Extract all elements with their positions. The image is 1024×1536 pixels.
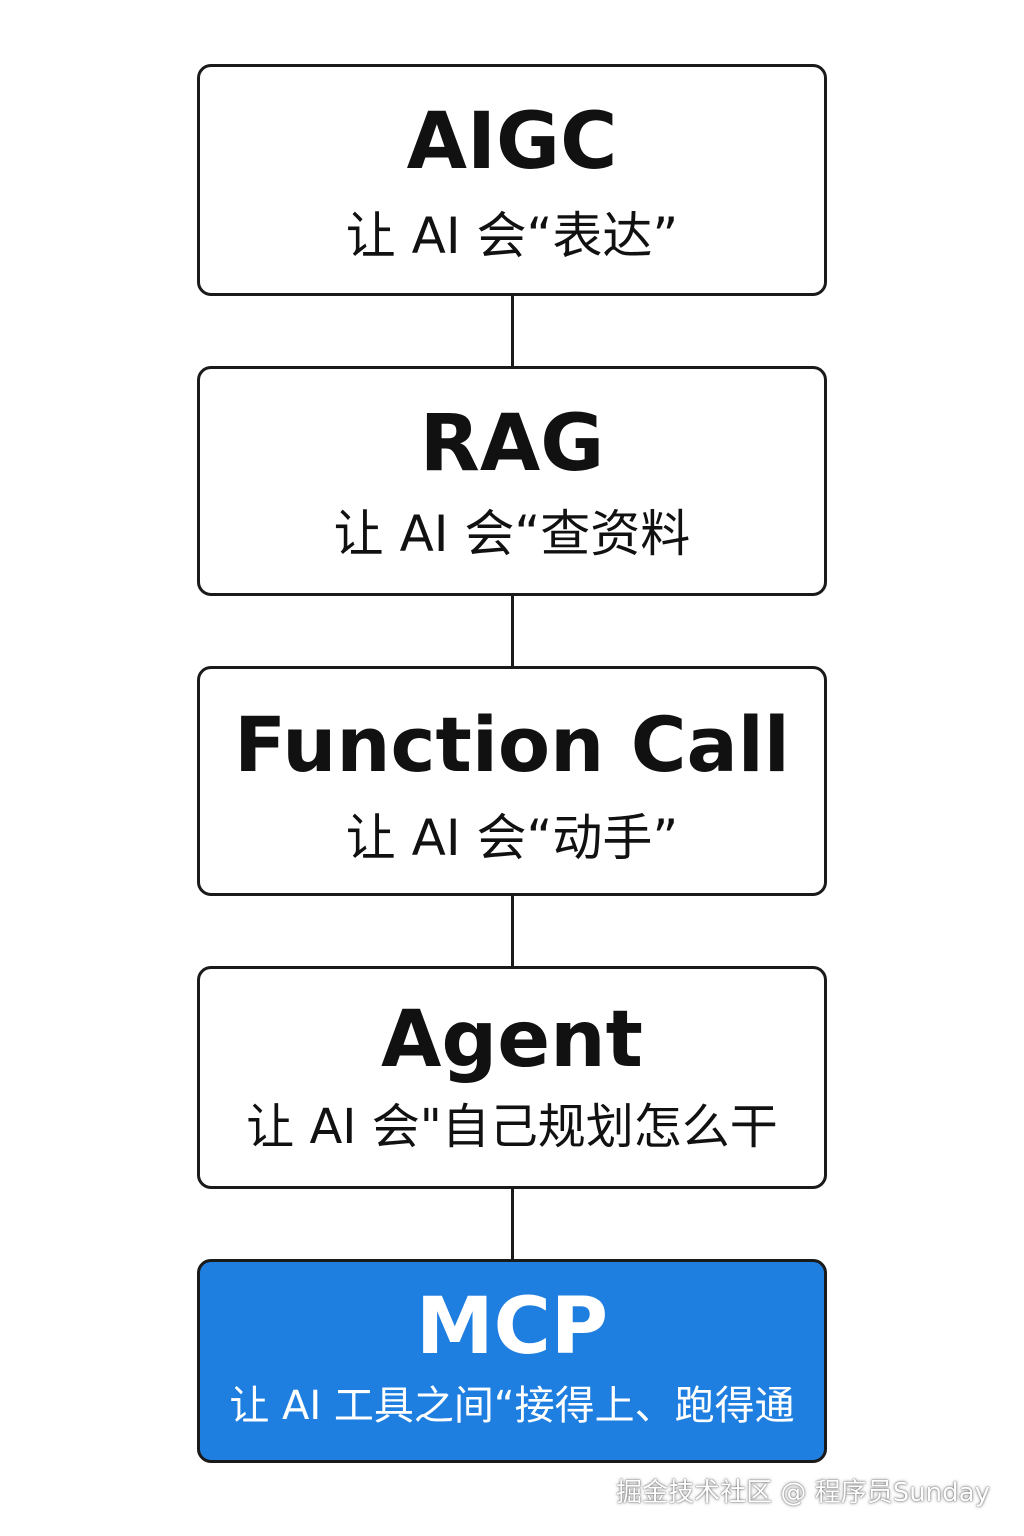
- watermark: 掘金技术社区 @ 程序员Sunday: [616, 1478, 990, 1508]
- stage-title-function-call: Function Call: [234, 700, 790, 789]
- stage-box-agent: Agent 让 AI 会"自己规划怎么干: [197, 966, 827, 1189]
- stage-subtitle-aigc: 让 AI 会“表达”: [345, 207, 679, 265]
- stage-title-rag: RAG: [419, 399, 605, 489]
- connector-aigc-rag: [511, 294, 514, 368]
- connector-rag-function-call: [511, 594, 514, 668]
- connector-agent-mcp: [511, 1187, 514, 1261]
- stage-box-rag: RAG 让 AI 会“查资料: [197, 366, 827, 596]
- stage-box-aigc: AIGC 让 AI 会“表达”: [197, 64, 827, 296]
- stage-subtitle-rag: 让 AI 会“查资料: [333, 505, 691, 563]
- stage-subtitle-mcp: 让 AI 工具之间“接得上、跑得通: [229, 1383, 795, 1429]
- stage-title-mcp: MCP: [415, 1282, 609, 1372]
- stage-box-function-call: Function Call 让 AI 会“动手”: [197, 666, 827, 896]
- stage-subtitle-function-call: 让 AI 会“动手”: [345, 809, 679, 867]
- connector-function-call-agent: [511, 894, 514, 968]
- stage-subtitle-agent: 让 AI 会"自己规划怎么干: [246, 1099, 778, 1155]
- stage-title-agent: Agent: [381, 995, 643, 1085]
- stage-title-aigc: AIGC: [406, 97, 618, 187]
- stage-box-mcp: MCP 让 AI 工具之间“接得上、跑得通: [197, 1259, 827, 1463]
